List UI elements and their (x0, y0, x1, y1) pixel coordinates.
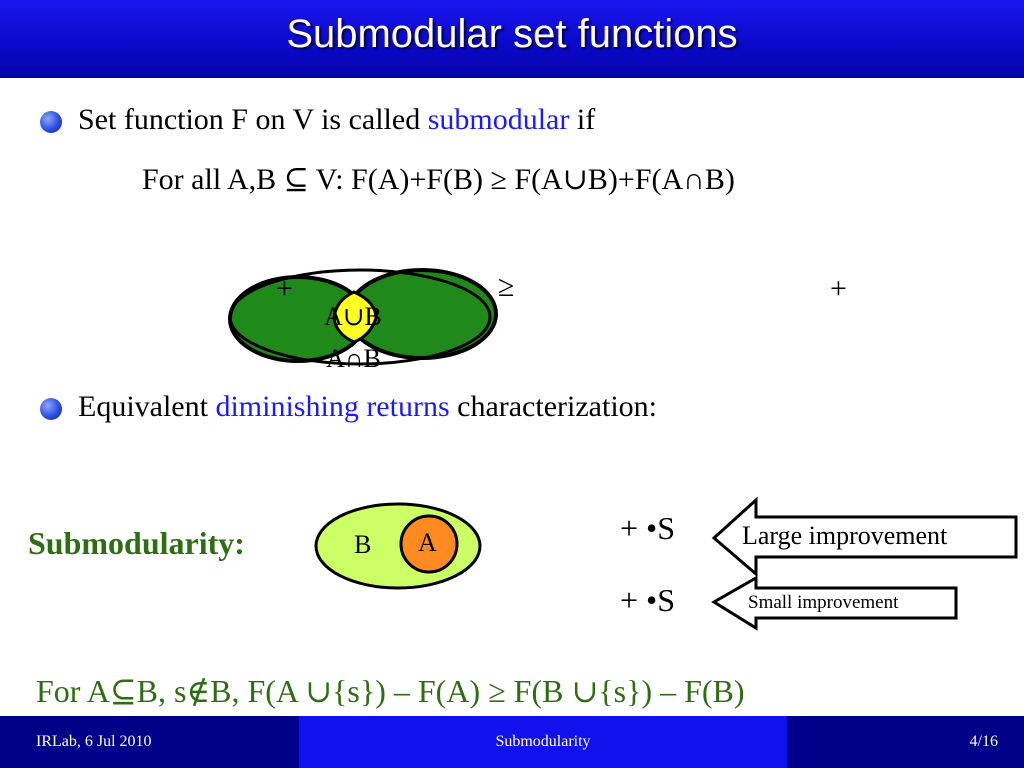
set-a-label: A (418, 528, 437, 557)
set-b-label: B (354, 530, 372, 559)
submodularity-label: Submodularity: (28, 525, 245, 561)
bullet-1-text-before: Set function F on V is called (78, 103, 428, 136)
add-element-s-to-b: + •S (620, 582, 676, 618)
small-improvement-label: Small improvement (748, 592, 899, 613)
set-b-ellipse (314, 502, 482, 590)
venn-plus-1: + (276, 272, 293, 305)
title-bar: Submodular set functions (0, 0, 1024, 78)
footer-section-title: Submodularity (495, 733, 591, 750)
venn-geq: ≥ (498, 270, 515, 303)
diminishing-returns-condition: For A⊆B, s∉B, F(A ∪{s}) – F(A) ≥ F(B ∪{s… (36, 673, 745, 709)
slide-title: Submodular set functions (286, 12, 738, 56)
submodular-term: submodular (427, 103, 570, 136)
footer-left: IRLab, 6 Jul 2010 (0, 716, 299, 768)
submodular-definition: For all A,B ⊆ V: F(A)+F(B) ≥ F(A∪B)+F(A∩… (142, 163, 735, 196)
bullet-1-text: Set function F on V is called submodular… (78, 103, 595, 137)
venn-union-label: A∪B (324, 302, 382, 331)
page-number: 4/16 (969, 733, 998, 750)
venn-plus-2: + (830, 272, 847, 305)
bullet-2-marker (40, 398, 62, 420)
bullet-2-text-after: characterization: (449, 390, 657, 423)
bullet-1-marker (40, 111, 62, 133)
footer-author-date: IRLab, 6 Jul 2010 (36, 733, 152, 750)
add-element-s-to-a: + •S (620, 510, 676, 546)
footer-right: 4/16 (787, 716, 1024, 768)
bullet-2-text-before: Equivalent (78, 390, 216, 423)
large-improvement-label: Large improvement (742, 521, 948, 550)
bullet-2-text: Equivalent diminishing returns character… (78, 390, 657, 424)
slide-footer: IRLab, 6 Jul 2010 Submodularity 4/16 (0, 716, 1024, 768)
bullet-1-text-after: if (569, 103, 596, 136)
venn-intersection-label: A∩B (326, 344, 381, 373)
footer-center: Submodularity (299, 716, 787, 768)
diminishing-returns-term: diminishing returns (215, 390, 450, 423)
